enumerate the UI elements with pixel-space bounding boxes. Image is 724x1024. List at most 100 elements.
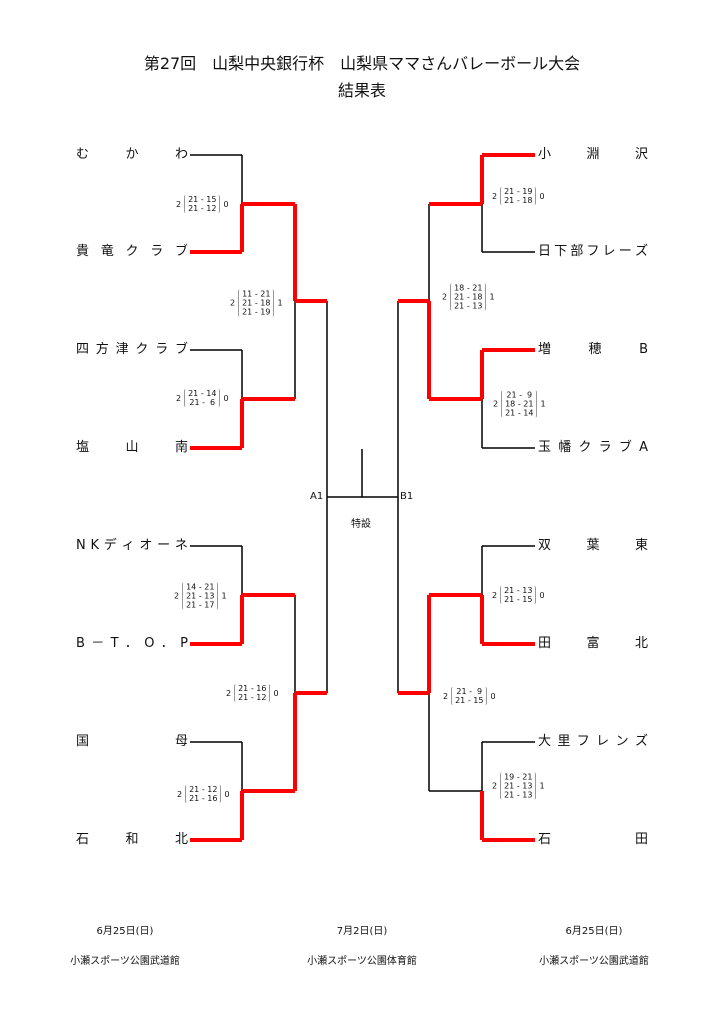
team-name-char: 南 xyxy=(174,440,188,455)
team-name-char: ン xyxy=(615,734,629,749)
team-left-2: 貴竜クラブ xyxy=(76,244,188,260)
set-score: 21 - 18 xyxy=(504,196,533,205)
team-name-char: 里 xyxy=(557,734,571,749)
sets-won: 2 xyxy=(176,199,182,209)
set-score: 11 - 21 xyxy=(242,289,271,299)
team-name-char: N xyxy=(76,538,86,553)
team-name-char: 竜 xyxy=(100,244,114,259)
label-b1: B1 xyxy=(400,491,414,502)
sets-lost: 0 xyxy=(539,590,545,600)
team-name-char: レ xyxy=(596,734,610,749)
team-name-char: ク xyxy=(125,244,139,259)
team-name-char: B xyxy=(76,636,85,651)
team-name-char: ブ xyxy=(618,440,632,455)
team-name-char: 幡 xyxy=(558,440,572,455)
team-name-char: 葉 xyxy=(586,538,600,553)
team-name-char: 和 xyxy=(125,832,139,847)
team-right-8: 石田 xyxy=(538,832,648,848)
team-name-char: フ xyxy=(576,734,590,749)
team-name-char: 石 xyxy=(76,832,90,847)
team-name-char: 双 xyxy=(538,538,552,553)
set-score: 21 - 12 xyxy=(188,204,217,213)
team-name-char: ラ xyxy=(150,244,164,259)
sets-won: 2 xyxy=(493,399,499,409)
team-name-char: 山 xyxy=(125,440,139,455)
sets-won: 2 xyxy=(442,292,448,302)
team-right-6: 田富北 xyxy=(538,636,648,652)
footer-date-right: 6月25日(日) xyxy=(565,926,623,937)
team-name-char: ィ xyxy=(121,538,135,553)
set-score: 14 - 21 xyxy=(186,582,215,592)
sets-won: 2 xyxy=(492,191,498,201)
set-score: 21 - 16 xyxy=(189,794,218,803)
team-name-char: フ xyxy=(586,244,600,259)
set-score: 21 - 13 xyxy=(504,781,533,791)
team-name-char: 母 xyxy=(174,734,188,749)
sets-won: 2 xyxy=(174,591,180,601)
set-score: 21 - 13 xyxy=(186,591,215,601)
team-name-char: ラ xyxy=(598,440,612,455)
sets-lost: 1 xyxy=(489,292,495,302)
team-name-char: 部 xyxy=(570,244,584,259)
sets-lost: 0 xyxy=(224,789,230,799)
set-score: 21 - 6 xyxy=(189,398,216,407)
team-left-1: むかわ xyxy=(76,147,188,163)
team-right-7: 大里フレンズ xyxy=(538,734,648,750)
footer-venue-center: 小瀬スポーツ公園体育館 xyxy=(307,956,417,967)
team-name-char: わ xyxy=(174,147,188,162)
set-score: 18 - 21 xyxy=(505,399,534,409)
team-name-char: ネ xyxy=(174,538,188,553)
set-score: 21 - 15 xyxy=(504,595,533,604)
team-name-char: ー xyxy=(157,538,171,553)
team-name-char: B xyxy=(639,342,648,357)
team-name-char: 田 xyxy=(634,832,648,847)
sets-lost: 1 xyxy=(540,399,546,409)
team-name-char: 塩 xyxy=(76,440,90,455)
team-name-char: T xyxy=(110,636,119,651)
team-name-char: 国 xyxy=(76,734,90,749)
set-score: 21 - 12 xyxy=(238,693,267,702)
team-name-char: 玉 xyxy=(538,440,552,455)
final-venue: 特設 xyxy=(351,519,371,530)
sets-won: 2 xyxy=(176,393,182,403)
team-name-char: ー xyxy=(618,244,632,259)
team-name-char: 小 xyxy=(538,147,552,162)
team-name-char: 北 xyxy=(634,636,648,651)
team-name-char: ズ xyxy=(634,734,648,749)
team-name-char: O xyxy=(144,636,155,651)
team-name-char: ラ xyxy=(155,342,169,357)
set-score: 21 - 12 xyxy=(189,785,218,794)
team-left-8: 石和北 xyxy=(76,832,188,848)
team-name-char: レ xyxy=(602,244,616,259)
team-name-char: ク xyxy=(135,342,149,357)
team-name-char: む xyxy=(76,147,90,162)
team-name-char: 方 xyxy=(95,342,109,357)
set-score: 21 - 19 xyxy=(504,187,533,196)
subtitle: 結果表 xyxy=(337,81,386,100)
team-name-char: 津 xyxy=(115,342,129,357)
set-score: 21 - 14 xyxy=(505,408,534,418)
team-name-char: 石 xyxy=(538,832,552,847)
team-name-char: 貴 xyxy=(76,244,90,259)
team-name-char: 北 xyxy=(174,832,188,847)
label-a1: A1 xyxy=(310,491,324,502)
sets-lost: 0 xyxy=(223,393,229,403)
team-name-char: 増 xyxy=(538,342,552,357)
team-name-char: 下 xyxy=(554,244,568,259)
